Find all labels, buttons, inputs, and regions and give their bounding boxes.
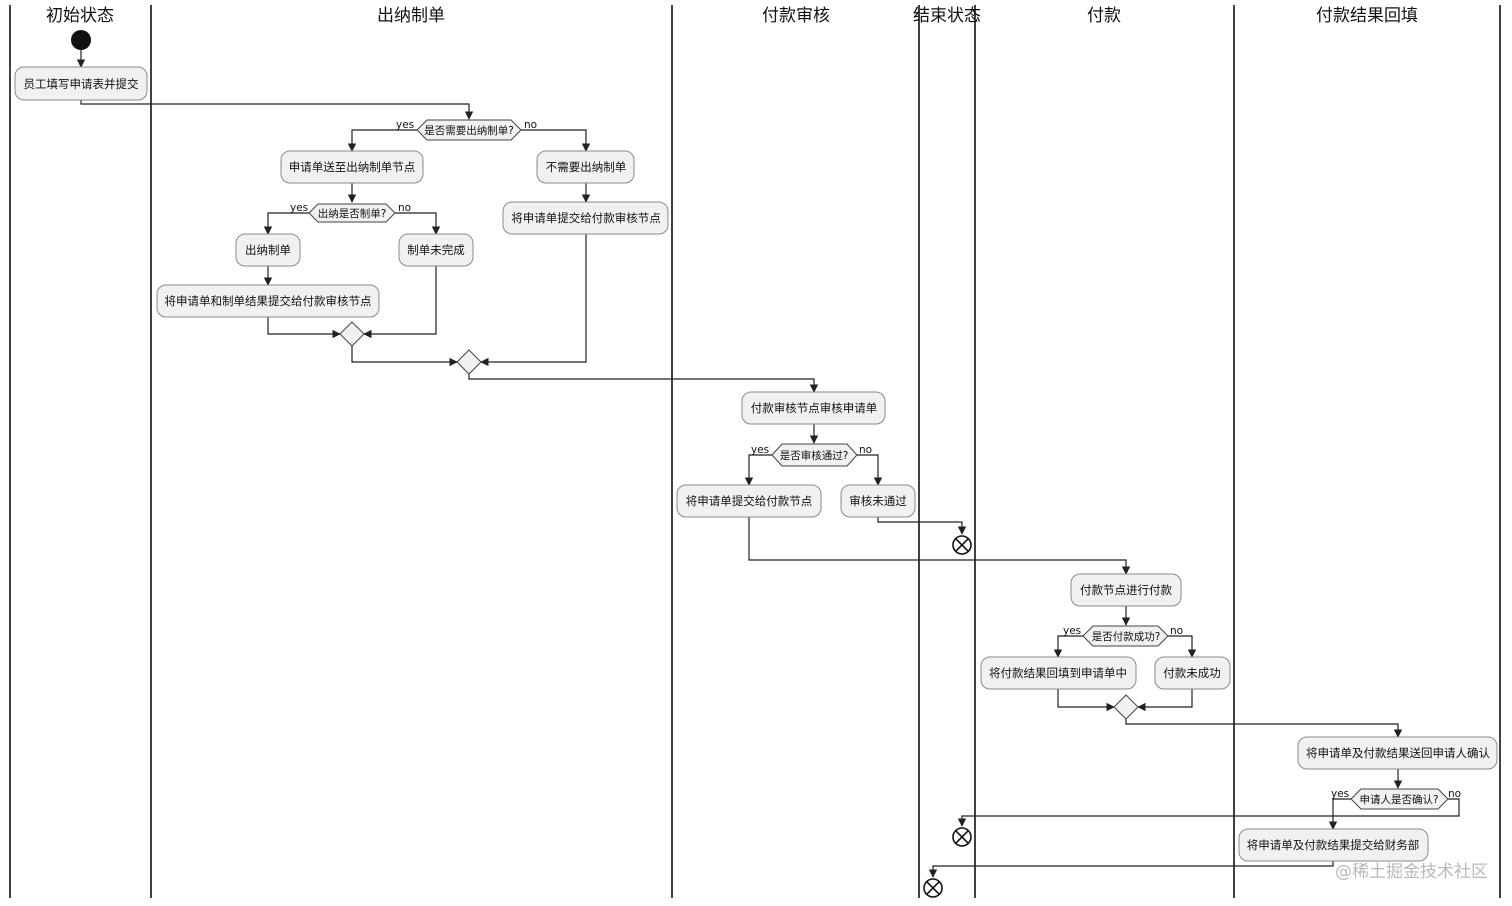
- end-node-confirm: [952, 827, 972, 847]
- svg-text:申请人是否确认?: 申请人是否确认?: [1359, 793, 1438, 806]
- activity-pay-fail: 付款未成功: [1154, 656, 1231, 690]
- lane-title-result: 付款结果回填: [1316, 6, 1418, 26]
- label-no: no: [1170, 625, 1183, 637]
- label-yes: yes: [1063, 625, 1081, 637]
- svg-text:申请单送至出纳制单节点: 申请单送至出纳制单节点: [289, 160, 416, 174]
- branch-labels: yes no yes no yes no yes no yes no: [290, 119, 1461, 800]
- swimlane-dividers: [9, 5, 1501, 898]
- svg-text:将申请单提交给付款审核节点: 将申请单提交给付款审核节点: [511, 211, 661, 225]
- decision-need-cashier: 是否需要出纳制单?: [416, 119, 522, 141]
- activity-submit-to-pay: 将申请单提交给付款节点: [676, 484, 822, 518]
- activity-send-to-cashier: 申请单送至出纳制单节点: [280, 150, 424, 184]
- lane-title-review: 付款审核: [762, 6, 830, 26]
- merge-diamond-cashier: [339, 321, 365, 347]
- activity-send-back: 将申请单及付款结果送回申请人确认: [1297, 736, 1498, 770]
- decision-confirmed: 申请人是否确认?: [1350, 788, 1449, 810]
- svg-text:不需要出纳制单: 不需要出纳制单: [546, 160, 627, 174]
- svg-text:制单未完成: 制单未完成: [407, 243, 465, 257]
- activity-review: 付款审核节点审核申请单: [741, 391, 886, 425]
- svg-text:出纳制单: 出纳制单: [245, 243, 291, 257]
- svg-text:是否付款成功?: 是否付款成功?: [1092, 630, 1161, 643]
- activity-cashier-make: 出纳制单: [235, 233, 301, 267]
- decision-pay-success: 是否付款成功?: [1082, 625, 1169, 647]
- activity-pay: 付款节点进行付款: [1070, 573, 1182, 607]
- merge-diamond-main: [456, 349, 482, 375]
- label-no: no: [859, 444, 872, 456]
- svg-text:将申请单提交给付款节点: 将申请单提交给付款节点: [686, 494, 813, 508]
- decision-cashier-done: 出纳是否制单?: [308, 203, 396, 223]
- svg-text:将付款结果回填到申请单中: 将付款结果回填到申请单中: [989, 666, 1127, 680]
- activity-fill-result: 将付款结果回填到申请单中: [980, 656, 1137, 690]
- svg-text:审核未通过: 审核未通过: [849, 494, 907, 508]
- decision-review-pass: 是否审核通过?: [771, 443, 858, 467]
- lane-title-cashier: 出纳制单: [377, 6, 445, 26]
- svg-text:将申请单及付款结果送回申请人确认: 将申请单及付款结果送回申请人确认: [1306, 746, 1490, 760]
- label-yes: yes: [290, 202, 308, 214]
- label-yes: yes: [1331, 788, 1349, 800]
- svg-text:付款未成功: 付款未成功: [1163, 666, 1221, 680]
- label-no: no: [398, 202, 411, 214]
- lane-title-payment: 付款: [1087, 6, 1121, 26]
- label-no: no: [1448, 788, 1461, 800]
- svg-text:付款节点进行付款: 付款节点进行付款: [1080, 583, 1172, 597]
- label-yes: yes: [751, 444, 769, 456]
- activity-submit-with-result: 将申请单和制单结果提交给付款审核节点: [156, 284, 380, 318]
- end-node-review: [952, 535, 972, 555]
- svg-text:将申请单和制单结果提交给付款审核节点: 将申请单和制单结果提交给付款审核节点: [165, 294, 372, 308]
- svg-text:是否需要出纳制单?: 是否需要出纳制单?: [424, 124, 514, 137]
- svg-text:将申请单及付款结果提交给财务部: 将申请单及付款结果提交给财务部: [1247, 838, 1420, 852]
- end-node-finance: [923, 878, 943, 898]
- watermark: @稀土掘金技术社区: [1335, 862, 1488, 882]
- svg-text:出纳是否制单?: 出纳是否制单?: [318, 207, 387, 220]
- lane-title-initial: 初始状态: [46, 6, 114, 26]
- activity-submit: 员工填写申请表并提交: [14, 66, 148, 101]
- lane-title-end: 结束状态: [913, 6, 981, 26]
- activity-review-fail: 审核未通过: [840, 484, 916, 518]
- label-no: no: [524, 119, 537, 131]
- activity-not-done: 制单未完成: [398, 233, 474, 267]
- label-yes: yes: [396, 119, 414, 131]
- activity-to-finance: 将申请单及付款结果提交给财务部: [1238, 828, 1429, 862]
- flow-connectors: [76, 50, 1460, 878]
- start-node: [71, 30, 91, 50]
- svg-text:是否审核通过?: 是否审核通过?: [780, 449, 849, 462]
- svg-text:员工填写申请表并提交: 员工填写申请表并提交: [24, 77, 139, 91]
- svg-text:付款审核节点审核申请单: 付款审核节点审核申请单: [751, 401, 878, 415]
- activity-submit-to-review: 将申请单提交给付款审核节点: [502, 201, 669, 235]
- merge-diamond-payment: [1113, 694, 1139, 720]
- activity-no-need: 不需要出纳制单: [536, 150, 635, 184]
